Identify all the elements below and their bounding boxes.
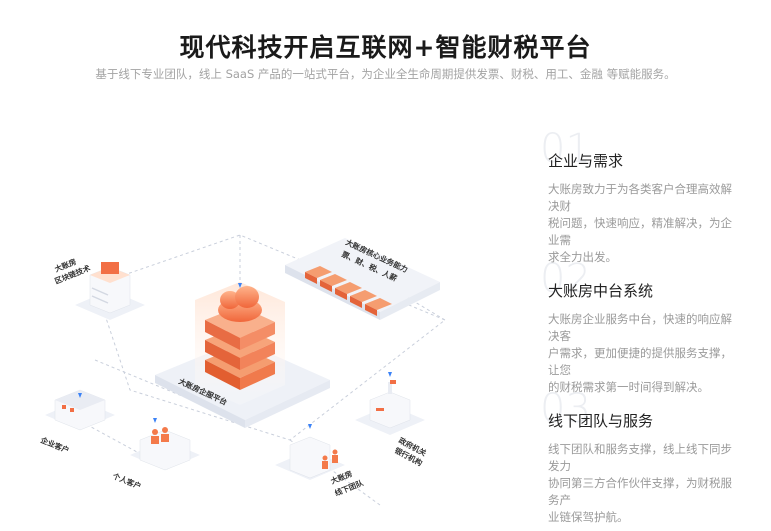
feature-title: 企业与需求 xyxy=(548,152,624,170)
location-pin-icon xyxy=(78,393,82,398)
feature-number: 03 xyxy=(540,386,591,432)
personal-building: 个人客户 xyxy=(110,418,200,491)
people-icon xyxy=(322,449,338,469)
feature-desc-line: 大账房企业服务中台，快速的响应解 xyxy=(548,312,732,326)
feature-title: 线下团队与服务 xyxy=(548,412,654,430)
enterprise-building: 企业客户 xyxy=(38,389,115,455)
people-icon xyxy=(151,427,169,444)
feature-number: 01 xyxy=(540,126,591,172)
feature-desc-line: 求全力出发。 xyxy=(548,250,617,264)
feature-desc-line: 业需 xyxy=(548,233,571,247)
location-pin-icon xyxy=(153,418,157,423)
team-building: 大账房 线下团队 xyxy=(275,424,365,498)
personal-label: 个人客户 xyxy=(110,470,142,491)
enterprise-label: 企业客户 xyxy=(38,434,70,455)
feature-item-3: 03 线下团队与服务 线下团队和服务支撑，线上线下同步 发力 协同第三方合作伙伴… xyxy=(540,386,748,526)
feature-title: 大账房中台系统 xyxy=(548,282,654,300)
server-stack-icon xyxy=(205,306,275,390)
location-pin-icon xyxy=(388,372,392,377)
blockchain-server: 大账房 区块链技术 xyxy=(53,256,145,320)
cloud-icon xyxy=(218,286,262,322)
center-platform: 大账房企服平台 xyxy=(155,282,330,428)
feature-desc-line: 让您 xyxy=(548,363,571,377)
core-business-panel: 大账房核心业务能力 票、财、税、人薪 xyxy=(285,237,440,320)
feature-desc-line: 协同第三方合作伙伴支撑，为财税服 xyxy=(548,476,732,490)
feature-desc-line: 决客 xyxy=(548,329,571,343)
feature-desc-line: 的财税需求第一时间得到解决。 xyxy=(548,380,709,394)
government-building: 政府机关 银行机构 xyxy=(355,372,429,468)
feature-desc-line: 大账房致力于为各类客户合理高效解 xyxy=(548,182,732,196)
feature-desc-line: 业链保驾护航。 xyxy=(548,510,629,524)
feature-desc-line: 务产 xyxy=(548,493,571,507)
page-subtitle: 基于线下专业团队，线上 SaaS 产品的一站式平台，为企业全生命周期提供发票、财… xyxy=(95,67,676,81)
feature-desc-line: 线下团队和服务支撑，线上线下同步 xyxy=(548,442,732,456)
feature-desc-line: 决财 xyxy=(548,199,571,213)
feature-desc-line: 发力 xyxy=(548,459,571,473)
feature-desc-line: 税问题，快速响应，精准解决，为企 xyxy=(548,216,732,230)
feature-item-1: 01 企业与需求 大账房致力于为各类客户合理高效解 决财 税问题，快速响应，精准… xyxy=(540,126,748,266)
feature-item-2: 02 大账房中台系统 大账房企业服务中台，快速的响应解 决客 户需求，更加便捷的… xyxy=(540,256,748,396)
module-blocks-icon xyxy=(305,266,392,316)
location-pin-icon xyxy=(308,424,312,429)
location-pin-icon xyxy=(238,283,242,288)
page-title: 现代科技开启互联网+智能财税平台 xyxy=(179,33,592,62)
feature-number: 02 xyxy=(540,256,591,302)
feature-desc-line: 户需求，更加便捷的提供服务支撑， xyxy=(548,346,732,360)
